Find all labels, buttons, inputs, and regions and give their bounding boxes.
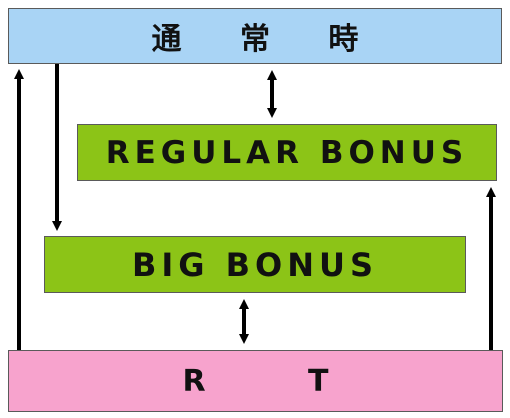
state-box-big-bonus: BIG BONUS	[44, 236, 466, 293]
state-label-big-bonus: BIG BONUS	[131, 245, 379, 284]
state-box-regular-bonus: REGULAR BONUS	[77, 124, 497, 181]
state-box-normal: 通 常 時	[8, 8, 502, 64]
state-label-regular-bonus: REGULAR BONUS	[105, 134, 469, 171]
state-label-normal: 通 常 時	[151, 22, 383, 57]
state-box-rt: R T	[8, 350, 503, 412]
state-label-rt: R T	[182, 363, 375, 399]
